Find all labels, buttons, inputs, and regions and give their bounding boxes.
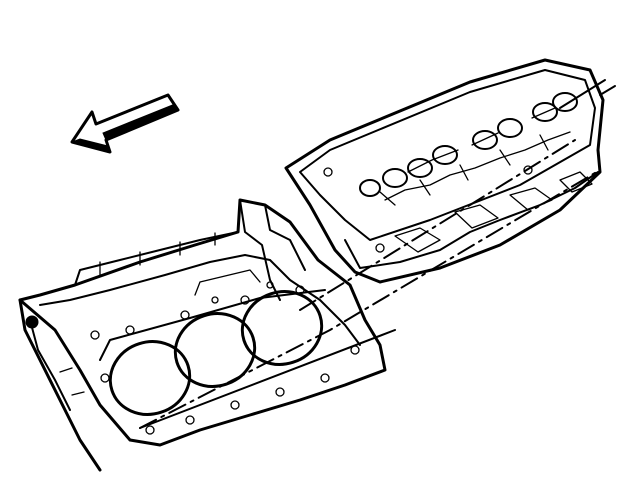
engine-block bbox=[18, 198, 387, 472]
cylinder-bores bbox=[99, 269, 326, 416]
cylinder-head bbox=[284, 58, 605, 284]
valve-springs bbox=[359, 92, 578, 206]
left-arrow-icon bbox=[70, 93, 180, 154]
alignment-lines bbox=[139, 79, 616, 429]
